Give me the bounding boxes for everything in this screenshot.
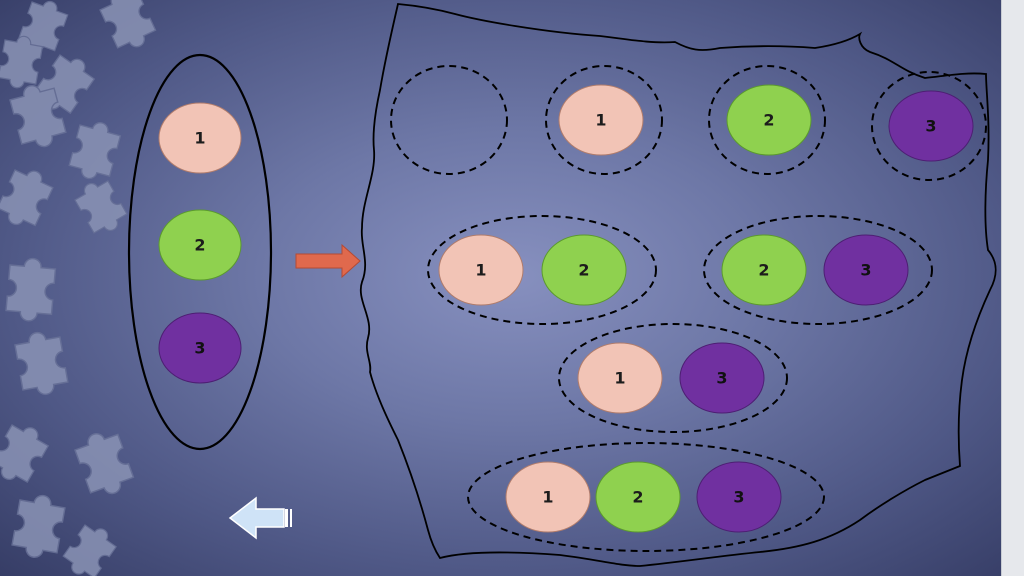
subset-1-outline xyxy=(545,65,663,175)
puzzle-piece-icon xyxy=(9,491,68,562)
subset-2-outline xyxy=(708,65,826,175)
element-label: 1 xyxy=(475,261,486,280)
subset-123-element-1: 1 xyxy=(505,461,591,533)
element-label: 2 xyxy=(632,488,643,507)
element-label: 3 xyxy=(860,261,871,280)
puzzle-piece-icon xyxy=(70,174,132,240)
subset-23-element-2: 2 xyxy=(721,234,807,306)
vertical-scrollbar[interactable] xyxy=(1001,0,1024,576)
right-arrow-icon xyxy=(295,243,361,279)
power-set-region-outline xyxy=(359,3,997,567)
subset-13-element-3: 3 xyxy=(679,342,765,414)
puzzle-pieces-decoration xyxy=(0,0,160,576)
element-label: 2 xyxy=(194,236,205,255)
element-label: 1 xyxy=(595,111,606,130)
subset-13-element-1: 1 xyxy=(577,342,663,414)
subset-empty-outline xyxy=(390,65,508,175)
element-label: 1 xyxy=(542,488,553,507)
subset-2-element-2: 2 xyxy=(726,84,812,156)
source-element-1: 1 xyxy=(158,102,242,174)
subset-1-element-1: 1 xyxy=(558,84,644,156)
subset-12-element-2: 2 xyxy=(541,234,627,306)
element-label: 3 xyxy=(194,339,205,358)
subset-23-element-3: 3 xyxy=(823,234,909,306)
subset-13-outline xyxy=(558,323,788,433)
puzzle-piece-icon xyxy=(0,162,57,234)
puzzle-piece-icon xyxy=(96,0,160,56)
puzzle-piece-icon xyxy=(4,255,57,324)
puzzle-piece-icon xyxy=(71,425,138,502)
subset-123-element-3: 3 xyxy=(696,461,782,533)
subset-12-element-1: 1 xyxy=(438,234,524,306)
element-label: 2 xyxy=(758,261,769,280)
element-label: 1 xyxy=(194,129,205,148)
source-set-outline xyxy=(127,53,273,451)
source-element-2: 2 xyxy=(158,209,242,281)
puzzle-piece-icon xyxy=(0,417,53,490)
subset-12-outline xyxy=(427,215,657,325)
element-label: 3 xyxy=(716,369,727,388)
element-label: 1 xyxy=(614,369,625,388)
subset-3-element-3: 3 xyxy=(888,90,974,162)
element-label: 3 xyxy=(925,117,936,136)
puzzle-piece-icon xyxy=(66,116,124,185)
element-label: 2 xyxy=(763,111,774,130)
element-label: 2 xyxy=(578,261,589,280)
subset-23-outline xyxy=(703,215,933,325)
subset-123-outline xyxy=(467,442,825,552)
element-label: 3 xyxy=(733,488,744,507)
subset-123-element-2: 2 xyxy=(595,461,681,533)
puzzle-piece-icon xyxy=(58,518,121,576)
subset-3-outline xyxy=(871,71,987,181)
source-element-3: 3 xyxy=(158,312,242,384)
back-arrow-icon[interactable] xyxy=(228,496,292,540)
puzzle-piece-icon xyxy=(12,328,71,399)
